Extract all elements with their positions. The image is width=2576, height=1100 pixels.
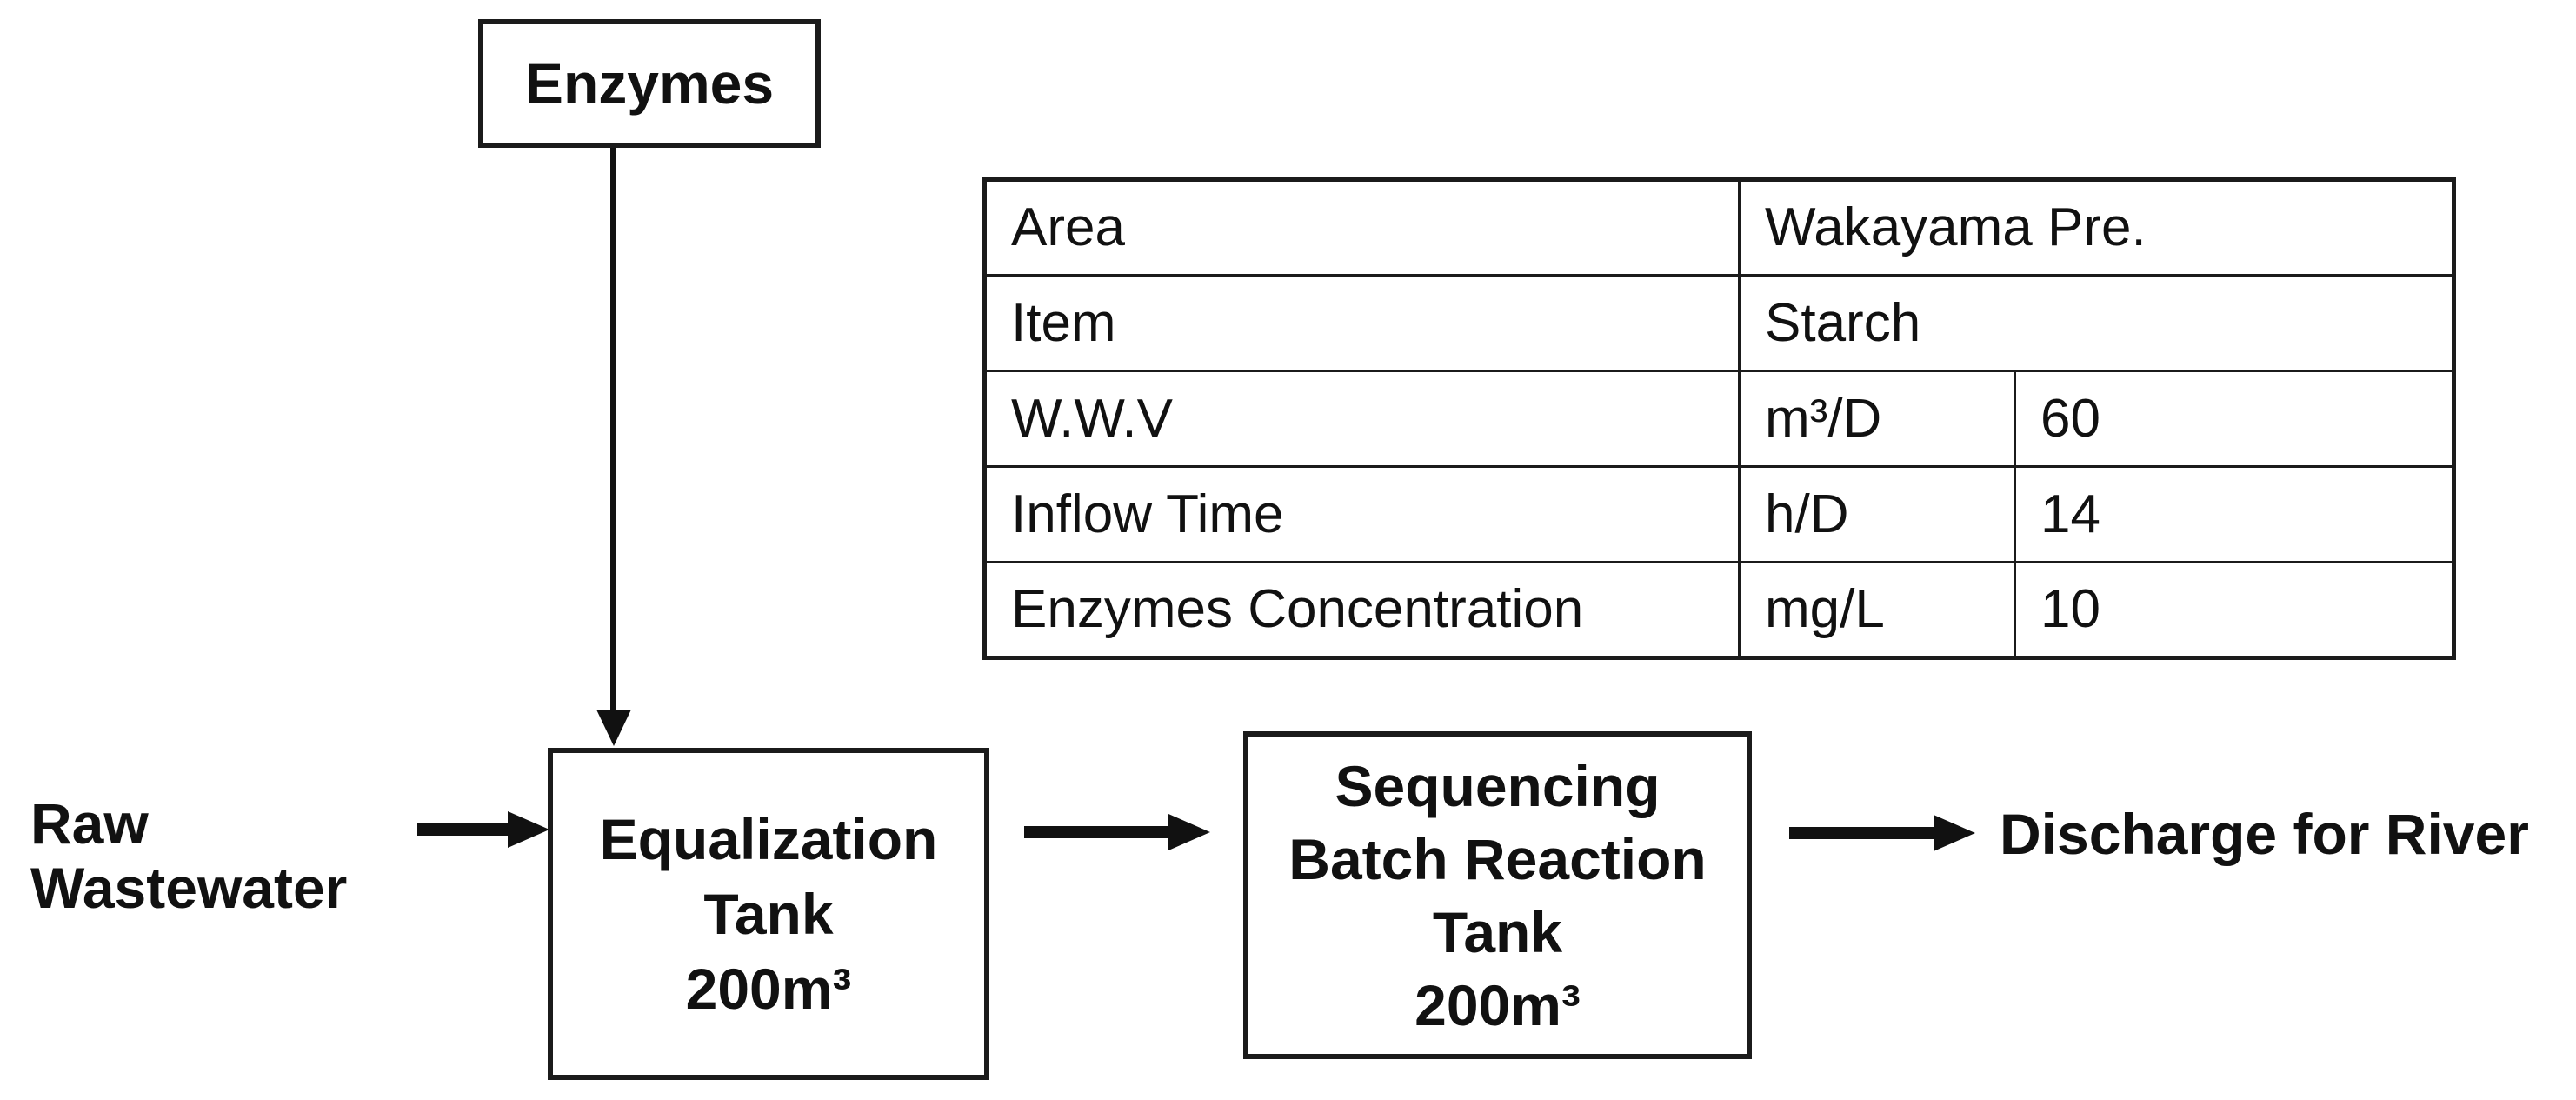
connector-enzymes-to-equalization	[610, 148, 616, 713]
arrowhead-down-icon	[596, 710, 631, 746]
table-cell-value: 60	[2013, 370, 2456, 468]
node-enzymes: Enzymes	[478, 19, 821, 148]
table-row: Item Starch	[983, 274, 2456, 372]
node-sbr-line3: Tank	[1432, 899, 1563, 964]
node-sbr-line1: Sequencing	[1335, 753, 1661, 818]
table-cell-label: Enzymes Concentration	[983, 561, 1741, 659]
node-equalization-tank: Equalization Tank 200m³	[548, 748, 989, 1080]
table-cell-label: Item	[983, 274, 1741, 372]
table-row: Enzymes Concentration mg/L 10	[983, 561, 2456, 659]
node-equalization-line3: 200m³	[685, 957, 852, 1021]
connector-equalization-to-sbr	[1024, 826, 1170, 838]
node-sbr-line2: Batch Reaction	[1288, 826, 1707, 891]
arrowhead-right-icon	[508, 811, 549, 848]
label-raw-wastewater-line1: Raw	[30, 791, 149, 856]
label-raw-wastewater: Raw Wastewater	[30, 791, 347, 920]
table-cell-label: W.W.V	[983, 370, 1741, 468]
table-cell-unit: h/D	[1738, 465, 2016, 563]
label-discharge-for-river: Discharge for River	[2000, 802, 2529, 866]
arrowhead-right-icon	[1934, 815, 1975, 851]
table-row: W.W.V m³/D 60	[983, 370, 2456, 468]
node-sbr-tank: Sequencing Batch Reaction Tank 200m³	[1243, 731, 1752, 1059]
table-cell-unit: mg/L	[1738, 561, 2016, 659]
label-raw-wastewater-line2: Wastewater	[30, 856, 348, 920]
table-cell-value: Wakayama Pre.	[1737, 178, 2456, 277]
node-enzymes-label: Enzymes	[524, 51, 775, 116]
connector-sbr-to-discharge	[1789, 827, 1935, 839]
node-equalization-line1: Equalization	[599, 807, 938, 871]
table-row: Area Wakayama Pre.	[983, 178, 2456, 277]
table-cell-value: 10	[2013, 561, 2456, 659]
table-cell-value: 14	[2013, 465, 2456, 563]
arrowhead-right-icon	[1168, 814, 1210, 850]
table-cell-label: Area	[983, 178, 1741, 277]
table-cell-unit: m³/D	[1738, 370, 2016, 468]
node-sbr-line4: 200m³	[1414, 972, 1581, 1037]
connector-raw-to-equalization	[417, 823, 511, 836]
table-row: Inflow Time h/D 14	[983, 465, 2456, 563]
table-cell-value: Starch	[1737, 274, 2456, 372]
table-cell-label: Inflow Time	[983, 465, 1741, 563]
node-equalization-line2: Tank	[703, 882, 834, 946]
spec-table: Area Wakayama Pre. Item Starch W.W.V m³/…	[982, 177, 2457, 660]
